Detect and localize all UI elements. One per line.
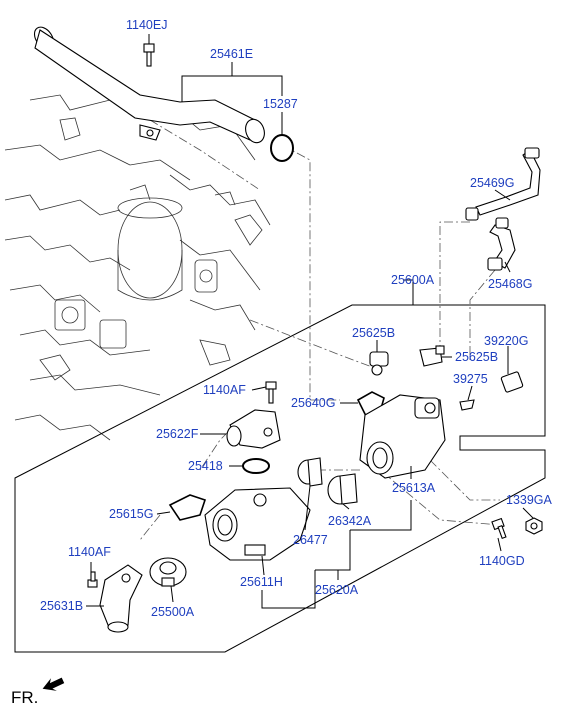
label-25640G: 25640G	[291, 396, 335, 410]
engine-block-outline	[4, 94, 271, 441]
label-25620A: 25620A	[315, 583, 359, 597]
label-39275: 39275	[453, 372, 488, 386]
label-25461E: 25461E	[210, 47, 253, 61]
leader-lines	[86, 34, 534, 609]
label-25622F: 25622F	[156, 427, 199, 441]
direction-label: FR.	[11, 688, 38, 707]
bolt-1140GD	[491, 517, 507, 540]
bolt-1140AF-lower	[87, 571, 98, 588]
dashed-leader-lines	[139, 119, 501, 541]
label-1140EJ: 1140EJ	[126, 18, 167, 32]
bolt-1140AF-top	[265, 381, 277, 404]
housing-25613A	[359, 394, 446, 479]
pipe-26342A	[327, 473, 358, 505]
label-25500A: 25500A	[151, 605, 195, 619]
label-25615G: 25615G	[109, 507, 153, 521]
label-25600A: 25600A	[391, 273, 435, 287]
outlet-25611H	[204, 487, 311, 561]
hose-25468G	[487, 217, 516, 271]
label-25418: 25418	[188, 459, 223, 473]
fitting-25622F	[226, 409, 281, 449]
inlet-25631B	[99, 564, 143, 633]
o-ring-25418	[242, 458, 270, 474]
label-1140AF-top: 1140AF	[203, 383, 246, 397]
label-25469G: 25469G	[470, 176, 514, 190]
sensor-39220G	[500, 371, 524, 393]
sensor-25625B-right	[419, 345, 445, 367]
o-ring-15287	[270, 134, 294, 162]
pipe-26477	[297, 457, 323, 487]
sensor-25625B-left	[369, 351, 389, 376]
assembly-frame	[14, 304, 546, 653]
label-25625B-left: 25625B	[352, 326, 395, 340]
label-15287: 15287	[263, 97, 298, 111]
label-39220G: 39220G	[484, 334, 528, 348]
hose-25469G	[465, 147, 541, 221]
label-26477: 26477	[293, 533, 328, 547]
label-25631B: 25631B	[40, 599, 83, 613]
bolt-1140EJ	[143, 43, 155, 67]
label-26342A: 26342A	[328, 514, 372, 528]
gasket-25615G	[168, 494, 207, 521]
front-arrow-icon	[42, 677, 65, 691]
nut-1339GA	[525, 517, 543, 535]
thermostat-25500A	[149, 557, 187, 587]
label-25468G: 25468G	[488, 277, 532, 291]
label-1339GA: 1339GA	[506, 493, 553, 507]
clip-39275	[459, 399, 475, 411]
label-25613A: 25613A	[392, 481, 436, 495]
label-25611H: 25611H	[240, 575, 283, 589]
water-pipe-25461E	[33, 26, 265, 144]
label-1140GD: 1140GD	[479, 554, 525, 568]
label-1140AF-lower: 1140AF	[68, 545, 111, 559]
label-25625B-right: 25625B	[455, 350, 498, 364]
